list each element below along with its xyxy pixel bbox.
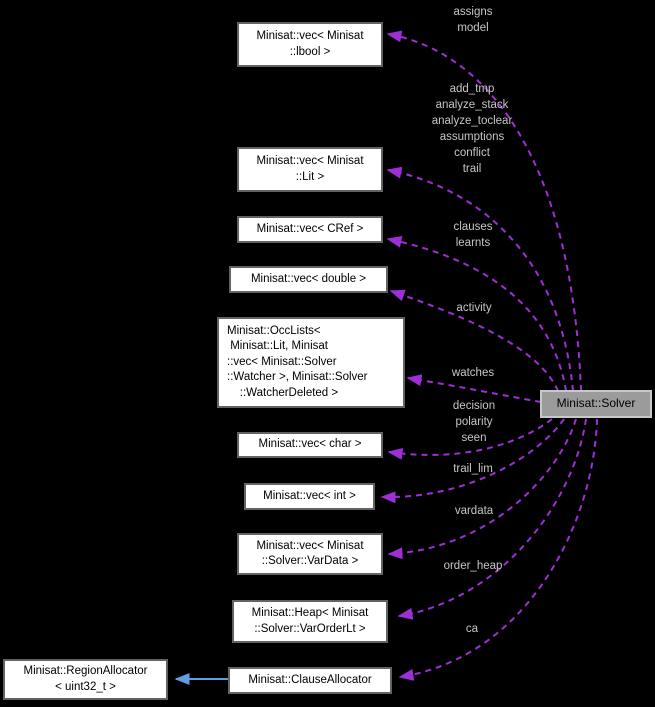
edge-activity <box>389 289 559 392</box>
edge-label-vardata: vardata <box>454 505 494 517</box>
class-node-vec-cref[interactable]: Minisat::vec< CRef > <box>237 216 383 243</box>
edge-label-activity: activity <box>456 302 492 314</box>
edge-label-assigns-model: assigns model <box>453 6 493 34</box>
edge-label-lit-fields: add_tmp analyze_stack analyze_toclear as… <box>431 83 513 175</box>
class-node-vec-lbool[interactable]: Minisat::vec< Minisat ::lbool > <box>237 22 383 67</box>
class-node-clauseallocator[interactable]: Minisat::ClauseAllocator <box>228 667 392 694</box>
class-node-solver: Minisat::Solver <box>540 390 652 418</box>
edge-assigns-model <box>386 30 582 392</box>
edge-watches <box>406 374 542 403</box>
edge-clauses-learnts <box>386 235 567 392</box>
edge-label-trail-lim: trail_lim <box>453 463 493 475</box>
class-node-heap-varorderlt[interactable]: Minisat::Heap< Minisat ::Solver::VarOrde… <box>232 600 388 643</box>
edge-vardata <box>387 418 577 560</box>
edge-decision-polarity-seen <box>387 418 553 460</box>
class-node-vec-char[interactable]: Minisat::vec< char > <box>237 432 383 458</box>
edge-label-clauses-learnts: clauses learnts <box>453 221 493 249</box>
edge-label-order-heap: order_heap <box>443 560 503 572</box>
edge-lit-fields <box>386 166 574 392</box>
edge-label-watches: watches <box>451 367 495 379</box>
class-node-vec-vardata[interactable]: Minisat::vec< Minisat ::Solver::VarData … <box>237 533 383 575</box>
class-node-regionallocator[interactable]: Minisat::RegionAllocator < uint32_t > <box>3 659 168 700</box>
class-node-vec-double[interactable]: Minisat::vec< double > <box>229 266 388 293</box>
class-node-occlists[interactable]: Minisat::OccLists< Minisat::Lit, Minisat… <box>217 317 405 408</box>
edge-order-heap <box>397 418 587 620</box>
edge-label-ca: ca <box>465 623 479 635</box>
edge-label-decision-polarity-seen: decision polarity seen <box>452 400 496 444</box>
class-node-vec-lit[interactable]: Minisat::vec< Minisat ::Lit > <box>237 147 383 192</box>
edge-ca <box>398 418 598 681</box>
class-node-vec-int[interactable]: Minisat::vec< int > <box>244 483 375 510</box>
